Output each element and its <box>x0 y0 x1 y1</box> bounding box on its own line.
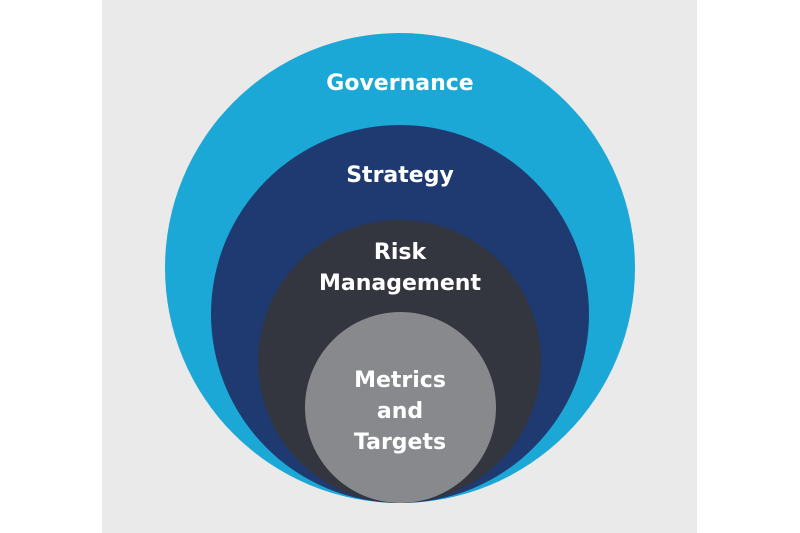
metrics-label-line3: Targets <box>353 430 447 455</box>
metrics-label-line2: and <box>376 399 424 424</box>
strategy-label: Strategy <box>346 163 454 188</box>
risk-label-line2: Management <box>319 271 481 296</box>
risk-label-line1: Risk <box>373 240 427 265</box>
metrics-label-line1: Metrics <box>354 368 446 393</box>
risk-management-label: Risk Management <box>0 237 800 299</box>
metrics-targets-circle <box>305 312 496 503</box>
governance-label: Governance <box>326 71 474 96</box>
metrics-targets-label: Metrics and Targets <box>0 365 800 458</box>
